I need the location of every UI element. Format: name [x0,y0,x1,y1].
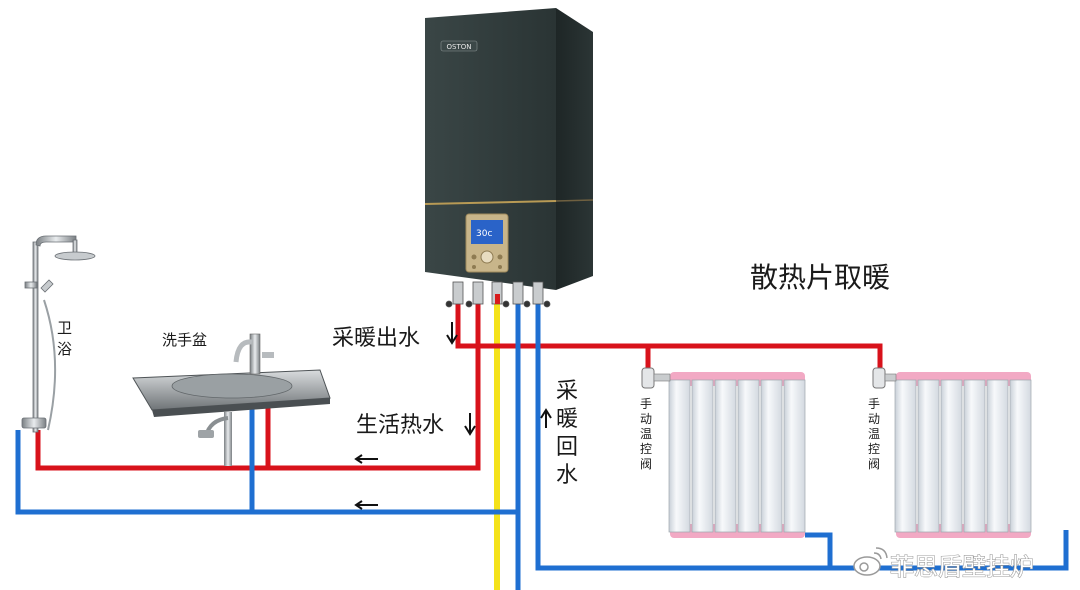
svg-text:阀: 阀 [640,457,652,471]
domestic-hot-label: 生活热水 [356,413,444,438]
control-knob [480,250,494,264]
pipe-network [15,300,1069,590]
svg-text:阀: 阀 [868,457,880,471]
svg-text:温: 温 [868,427,880,441]
arrow-down-heating-out [446,322,458,345]
sink-icon [132,333,331,466]
svg-text:动: 动 [640,412,652,426]
valve-label-1: 手 动 温 控 阀 [640,397,652,471]
svg-text:控: 控 [868,442,880,456]
valve-icon [641,367,671,389]
boiler-side [556,8,593,290]
svg-text:暖: 暖 [556,407,578,432]
svg-text:动: 动 [868,412,880,426]
boiler-valves [445,281,551,308]
shower-head [54,251,96,261]
radiator-icon [641,367,806,538]
svg-text:采: 采 [556,379,578,404]
bath-label-char-1: 卫 [57,319,72,337]
watermark-text: 菲思盾壁挂炉 [890,553,1034,581]
valve-icon [872,367,897,389]
flow-arrows [354,322,552,510]
weibo-icon [853,547,888,576]
arrow-left-hot [354,454,378,464]
heating-out-pipe [455,300,883,370]
arrow-up-return [540,408,552,428]
svg-text:手: 手 [868,397,880,411]
brand-logo: OSTON [447,43,472,51]
boiler-icon: OSTON 30c [424,8,594,308]
domestic-hot-pipe [35,300,481,471]
svg-text:水: 水 [556,463,578,488]
valve-label-2: 手 动 温 控 阀 [868,397,880,471]
display-value: 30c [476,229,492,239]
radiator-icon [872,367,1032,538]
bath-label-char-2: 浴 [57,340,72,358]
boiler-front [425,8,556,290]
cold-supply-pipe [15,430,518,515]
radiator1-return [805,532,833,568]
svg-text:手: 手 [640,397,652,411]
svg-text:温: 温 [640,427,652,441]
arrow-left-cold [354,500,378,510]
radiator-heating-title: 散热片取暖 [750,261,890,294]
heating-return-label: 采 暖 回 水 [556,379,578,488]
svg-text:控: 控 [640,442,652,456]
svg-text:回: 回 [556,435,578,460]
arrow-down-domestic-hot [464,413,476,436]
basin-label: 洗手盆 [162,331,207,349]
heating-return-pipe [535,300,1069,571]
shower-icon [21,235,96,433]
display-screen [471,220,503,244]
sink-faucet [249,333,261,375]
heating-out-label: 采暖出水 [332,326,420,351]
